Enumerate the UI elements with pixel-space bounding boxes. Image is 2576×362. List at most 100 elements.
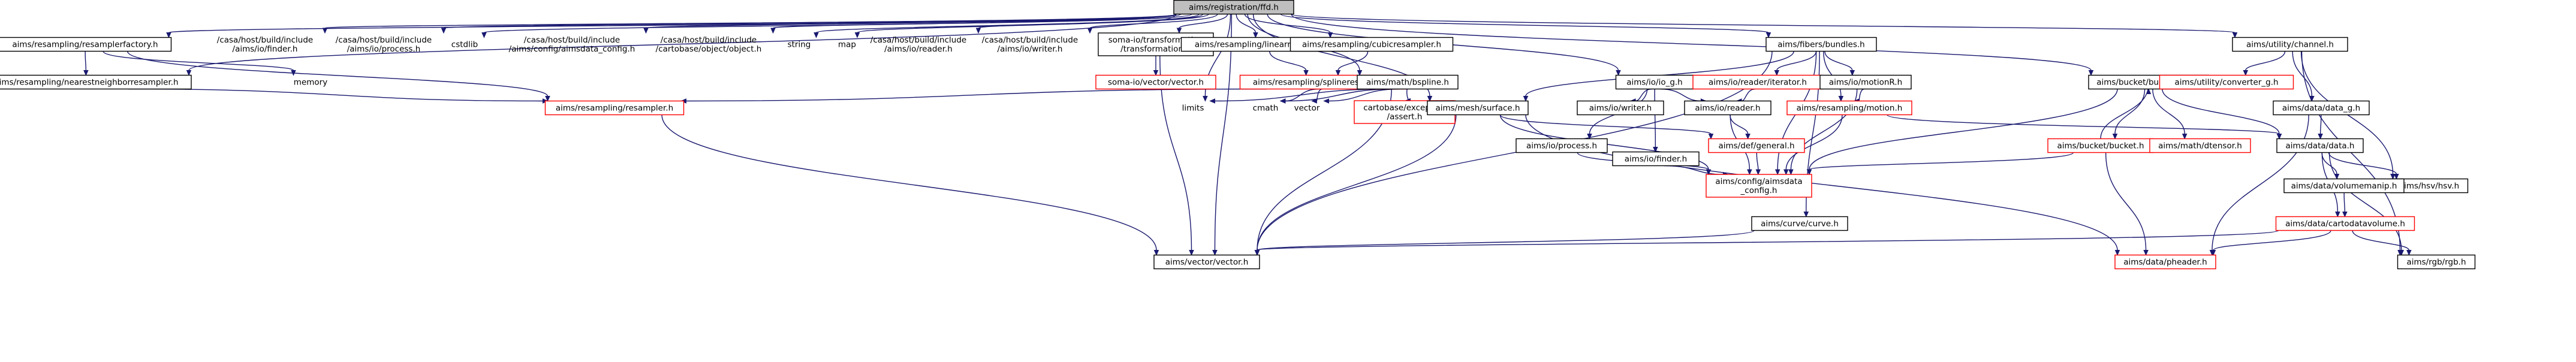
edge-math-bspline-to-vector (1323, 88, 1400, 104)
edge-bucket-map-to-bucket-bucket (2112, 89, 2146, 140)
node-label: /casa/host/build/include (982, 35, 1078, 45)
node-label: cmath (1253, 104, 1279, 113)
node-casa-finder[interactable]: /casa/host/build/include/aims/io/finder.… (203, 33, 327, 56)
node-label: aims/bucket/bucket.h (2057, 141, 2144, 151)
edge-utility-channel-to-utility-converter (2243, 51, 2286, 76)
node-box (1819, 74, 1912, 90)
edge-root-to-casa-aimsdata-config (643, 13, 1182, 34)
node-root[interactable]: aims/registration/ffd.h (1173, 0, 1294, 15)
node-map[interactable]: map (834, 38, 860, 52)
node-box (1706, 174, 1812, 198)
node-label: aims/def/general.h (1718, 141, 1794, 151)
node-limits[interactable]: limits (1174, 101, 1213, 115)
node-box (1684, 100, 1771, 116)
edge-resampling-motion-to-data-data (1887, 114, 2282, 140)
node-io-writer[interactable]: aims/io/writer.h (1577, 100, 1664, 116)
node-label: aims/io/process.h (1526, 141, 1597, 151)
node-box (1765, 37, 1877, 52)
edge-math-bspline-to-limits (1209, 88, 1391, 104)
node-hsv-hsv[interactable]: aims/hsv/hsv.h (2390, 178, 2469, 194)
node-box (2232, 37, 2348, 52)
edge-resampler-factory-to-resampling-resampler (126, 51, 550, 102)
edge-nearest-neighbor-to-resampling-resampler (128, 88, 549, 104)
node-label: /assert.h (1387, 112, 1423, 122)
node-math-bspline[interactable]: aims/math/bspline.h (1357, 74, 1459, 90)
node-io-reader[interactable]: aims/io/reader.h (1684, 100, 1771, 116)
node-cmath[interactable]: cmath (1248, 101, 1283, 115)
node-mesh-surface[interactable]: aims/mesh/surface.h (1427, 100, 1529, 116)
node-casa-process[interactable]: /casa/host/build/include/aims/io/process… (321, 33, 446, 56)
node-label: aims/io/io_g.h (1626, 78, 1683, 88)
node-curve-curve[interactable]: aims/curve/curve.h (1751, 216, 1848, 231)
edge-root-to-casa-reader (975, 13, 1209, 34)
node-data-volumemanip[interactable]: aims/data/volumemanip.h (2283, 178, 2405, 194)
node-bucket-bucket[interactable]: aims/bucket/bucket.h (2047, 138, 2154, 153)
node-soma-vector[interactable]: soma-io/vector/vector.h (1095, 74, 1216, 90)
node-data-pheader[interactable]: aims/data/pheader.h (2114, 254, 2216, 270)
node-label: /aims/config/aimsdata_config.h (509, 44, 635, 54)
node-def-general[interactable]: aims/def/general.h (1708, 138, 1805, 153)
node-casa-aimsdata-config[interactable]: /casa/host/build/include/aims/config/aim… (496, 33, 649, 56)
node-label: _config.h (1740, 186, 1777, 195)
node-label: /aims/io/writer.h (998, 44, 1063, 54)
node-vector-vector[interactable]: aims/vector/vector.h (1153, 254, 1260, 270)
node-label: aims/resampling/nearestneighborresampler… (0, 78, 179, 88)
node-label: /aims/io/finder.h (233, 44, 298, 54)
edge-root-to-nearest-neighbor (186, 13, 1177, 76)
edge-mesh-surface-to-def-general (1499, 114, 1714, 140)
edge-io-reader-to-def-general (1730, 114, 1751, 140)
node-utility-converter[interactable]: aims/utility/converter_g.h (2159, 74, 2294, 90)
node-string[interactable]: string (780, 38, 819, 52)
node-data-data[interactable]: aims/data/data.h (2276, 138, 2364, 153)
edge-def-general-to-config-aimsdata-config (1755, 152, 1761, 176)
node-io-io-g[interactable]: aims/io/io_g.h (1615, 74, 1694, 90)
node-resampler-factory[interactable]: aims/resampling/resamplerfactory.h (0, 37, 172, 52)
node-label: aims/resampling/resamplerfactory.h (12, 40, 158, 50)
node-label: limits (1182, 104, 1204, 113)
node-label: /casa/host/build/include (524, 35, 620, 45)
node-label: aims/hsv/hsv.h (2399, 182, 2459, 191)
node-cubic-resampler[interactable]: aims/resampling/cubicresampler.h (1289, 37, 1454, 52)
node-io-reader-iterator[interactable]: aims/io/reader/iterator.h (1692, 74, 1823, 90)
node-box (1751, 216, 1848, 231)
node-memory[interactable]: memory (291, 76, 330, 89)
node-label: aims/data/data.h (2286, 141, 2355, 151)
node-io-process[interactable]: aims/io/process.h (1516, 138, 1608, 153)
edge-root-to-vector-vector (1212, 14, 1233, 256)
node-data-cartodatavolume[interactable]: aims/data/cartodatavolume.h (2275, 216, 2415, 231)
node-resampling-resampler[interactable]: aims/resampling/resampler.h (544, 100, 685, 116)
nodes-layer: aims/registration/ffd.h aims/resampling/r… (0, 0, 2476, 270)
node-label: aims/utility/channel.h (2246, 40, 2334, 50)
node-io-motionR[interactable]: aims/io/motionR.h (1819, 74, 1912, 90)
node-box (2275, 216, 2415, 231)
node-casa-object[interactable]: /casa/host/build/include/cartobase/objec… (642, 33, 776, 56)
edge-data-cartodatavolume-to-vector-vector (1254, 230, 2279, 256)
node-resampling-motion[interactable]: aims/resampling/motion.h (1786, 100, 1912, 116)
node-label: soma-io/transformation (1108, 35, 1203, 45)
node-label: aims/data/pheader.h (2123, 258, 2207, 267)
node-nearest-neighbor[interactable]: aims/resampling/nearestneighborresampler… (0, 74, 192, 90)
node-label: soma-io/vector/vector.h (1108, 78, 1204, 88)
node-label: aims/config/aimsdata (1715, 177, 1802, 186)
node-vector[interactable]: vector (1288, 101, 1327, 115)
node-rgb-rgb[interactable]: aims/rgb/rgb.h (2397, 254, 2476, 270)
edge-root-to-linear-resampler (1236, 14, 1258, 38)
node-label: /casa/host/build/include (217, 35, 313, 45)
edge-bucket-bucket-to-data-pheader (2105, 152, 2149, 256)
edge-utility-channel-to-data-data-g (2292, 51, 2315, 102)
node-casa-reader[interactable]: /casa/host/build/include/aims/io/reader.… (856, 33, 981, 56)
edge-resampler-factory-to-nearest-neighbor (83, 51, 89, 76)
node-math-dtensor[interactable]: aims/math/dtensor.h (2149, 138, 2251, 153)
node-casa-writer[interactable]: /casa/host/build/include/aims/io/writer.… (968, 33, 1092, 56)
node-box (1357, 74, 1459, 90)
node-utility-channel[interactable]: aims/utility/channel.h (2232, 37, 2348, 52)
node-config-aimsdata-config[interactable]: aims/config/aimsdata_config.h (1706, 174, 1812, 198)
node-fibers-bundles[interactable]: aims/fibers/bundles.h (1765, 37, 1877, 52)
node-label: aims/resampling/cubicresampler.h (1302, 40, 1441, 50)
edge-data-cartodatavolume-to-data-pheader (2210, 230, 2331, 256)
node-cstdlib[interactable]: cstdlib (443, 38, 487, 52)
node-box (2149, 138, 2251, 153)
node-box (2159, 74, 2294, 90)
node-data-data-g[interactable]: aims/data/data_g.h (2273, 100, 2370, 116)
node-io-finder[interactable]: aims/io/finder.h (1612, 151, 1700, 167)
